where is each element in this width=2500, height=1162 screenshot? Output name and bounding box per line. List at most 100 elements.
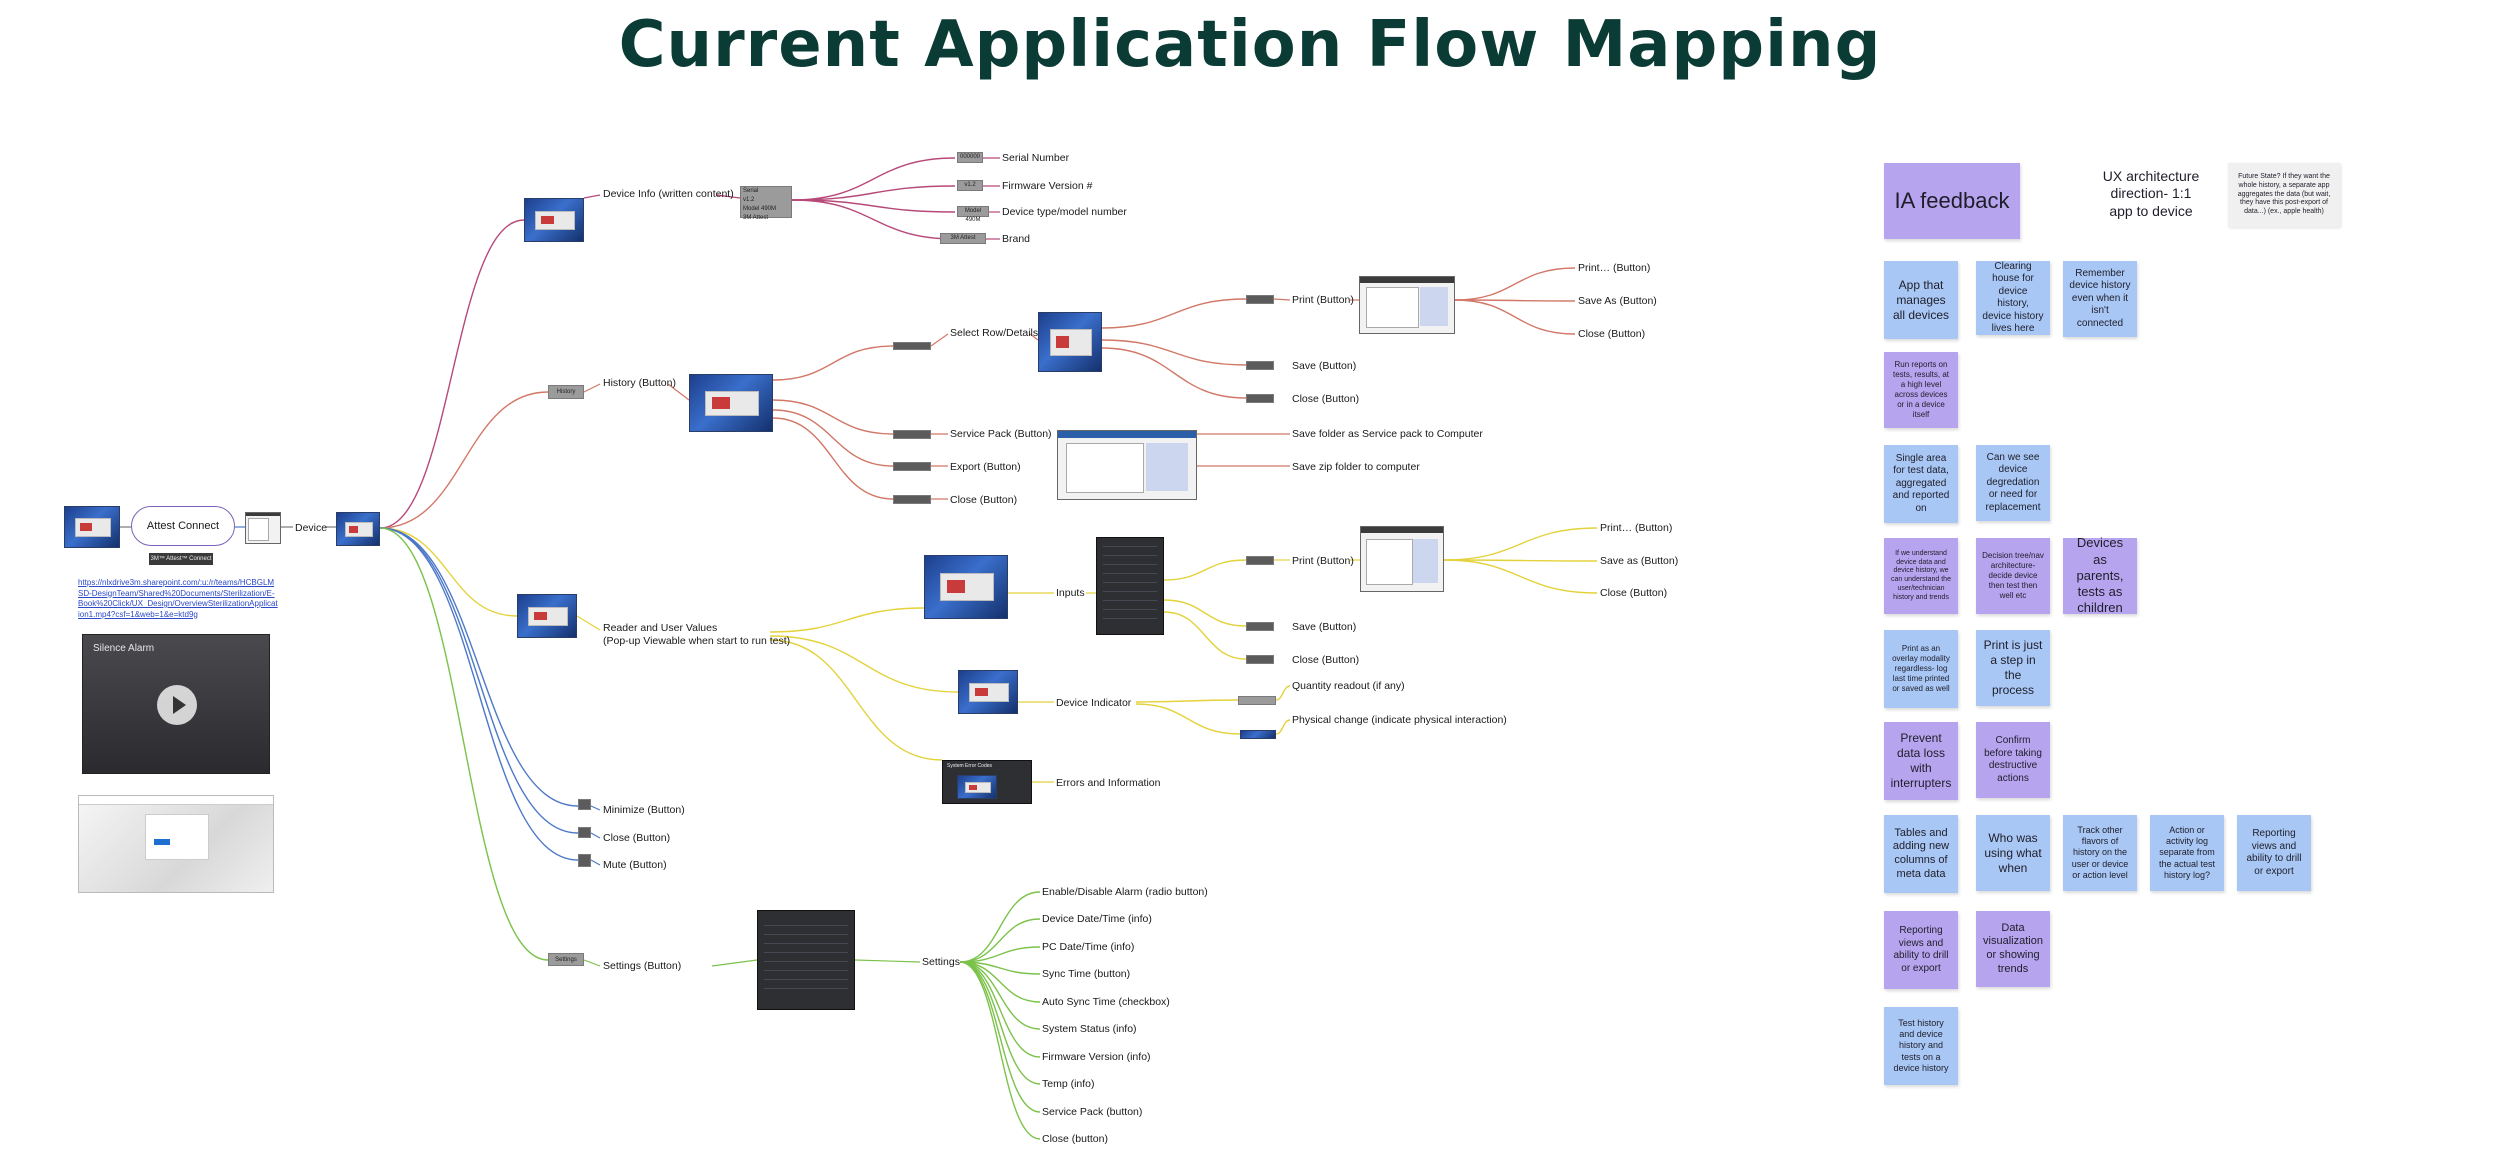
save-chip-2[interactable] [1246, 622, 1274, 631]
edge-settings-opt-6 [959, 961, 1041, 1058]
edge-devinfo-2 [791, 199, 956, 213]
note-print-step: Print is just a step in the process [1976, 630, 2050, 706]
close-icon[interactable] [578, 827, 591, 838]
reader-values-label: Reader and User Values (Pop-up Viewable … [603, 622, 791, 647]
edge-devinfo-label [583, 194, 601, 199]
video-title: Silence Alarm [93, 643, 155, 654]
close-chip-5[interactable] [1246, 655, 1274, 664]
export-label: Export (Button) [950, 461, 1021, 473]
close-chip-3[interactable] [893, 495, 931, 504]
errors-caption: System Error Codes [947, 763, 993, 769]
note-app-manages: App that manages all devices [1884, 261, 1958, 339]
edge-settings-opt-7 [959, 961, 1041, 1085]
play-icon[interactable] [157, 685, 197, 725]
close-label-6: Close (Button) [603, 832, 671, 844]
service-pack-chip[interactable] [893, 430, 931, 439]
edge-close6-label [590, 832, 601, 839]
device-datetime-label: Device Date/Time (info) [1042, 913, 1152, 925]
note-test-history: Test history and device history and test… [1884, 1007, 1958, 1085]
video-player[interactable]: Silence Alarm [82, 634, 270, 774]
close-chip-2[interactable] [1246, 394, 1274, 403]
note-clearing-house: Clearing house for device history, devic… [1976, 261, 2050, 335]
minimize-icon[interactable] [578, 799, 591, 810]
temp-info-label: Temp (info) [1042, 1078, 1095, 1090]
edge-history-label [583, 383, 601, 393]
edge-inputs-close [1163, 611, 1247, 660]
service-pack-info-label: Service Pack (button) [1042, 1106, 1143, 1118]
settings-button-chip[interactable]: Settings [548, 953, 584, 966]
edge-select-save [1101, 339, 1247, 366]
quantity-readout-label: Quantity readout (if any) [1292, 680, 1405, 692]
model-chip: Model 490M [957, 206, 989, 223]
edge-history-close [772, 417, 894, 500]
print-dialog-screenshot-2 [1360, 526, 1444, 592]
inputs-label: Inputs [1056, 587, 1085, 599]
edge-settings-opt-3 [959, 961, 1041, 975]
edge-settings-label [583, 959, 601, 967]
firmware-info-label: Firmware Version (info) [1042, 1051, 1151, 1063]
brand-chip: 3M Attest [940, 233, 986, 244]
note-data-visualization: Data visualization or showing trends [1976, 911, 2050, 987]
history-thumbnail [689, 374, 773, 432]
history-button-chip[interactable]: History [548, 385, 584, 399]
note-reporting-views-1: Reporting views and ability to drill or … [2237, 815, 2311, 891]
edge-history-select [772, 345, 894, 381]
video-link[interactable]: https://nlxdrive3m.sharepoint.com/:u:/r/… [78, 578, 278, 619]
note-ia-feedback: IA feedback [1884, 163, 2020, 239]
note-single-area: Single area for test data, aggregated an… [1884, 445, 1958, 523]
save-label-1: Save (Button) [1292, 360, 1357, 372]
edge-physical-label [1275, 719, 1291, 735]
close-label-5: Close (Button) [1292, 654, 1360, 666]
note-track-flavors: Track other flavors of history on the us… [2063, 815, 2137, 891]
edge-settings-opt-1 [959, 918, 1041, 963]
note-understand-data: If we understand device data and device … [1884, 538, 1958, 614]
sync-time-label: Sync Time (button) [1042, 968, 1131, 980]
note-prevent-data-loss: Prevent data loss with interrupters [1884, 722, 1958, 800]
quantity-readout-chip [1238, 696, 1276, 705]
note-degradation: Can we see device degredation or need fo… [1976, 445, 2050, 521]
edge-settings-opt-5 [959, 961, 1041, 1030]
serial-number-label: Serial Number [1002, 152, 1070, 164]
pc-datetime-label: PC Date/Time (info) [1042, 941, 1135, 953]
reader-thumbnail [517, 594, 577, 638]
edge-select-close [1101, 347, 1247, 399]
print-chip-1[interactable] [1246, 295, 1274, 304]
attest-connect-node[interactable]: Attest Connect [131, 506, 235, 546]
edge-indicator-quantity [1135, 699, 1239, 703]
mute-label: Mute (Button) [603, 859, 667, 871]
file-explorer-screenshot [1057, 430, 1197, 500]
edge-print-opt-2 [1454, 299, 1576, 335]
edge-devinfo-1 [791, 185, 956, 201]
edge-print2-opt-1 [1443, 559, 1598, 562]
device-info-thumbnail [524, 198, 584, 242]
edge-settings-opt-2 [959, 946, 1041, 963]
errors-screenshot: System Error Codes [942, 760, 1032, 804]
edge-history-export [772, 409, 894, 467]
desktop-thumbnail [64, 506, 120, 548]
edge-print2-opt-2 [1443, 559, 1598, 594]
note-decision-tree: Decision tree/nav architecture- decide d… [1976, 538, 2050, 614]
edge-history-service [772, 399, 894, 435]
edge-settings-panel [711, 959, 758, 967]
print-dots-label-1: Print… (Button) [1578, 262, 1651, 274]
print-chip-2[interactable] [1246, 556, 1274, 565]
close-label-3: Close (Button) [950, 494, 1018, 506]
edge-devinfo-card [715, 194, 741, 199]
device-type-label: Device type/model number [1002, 206, 1127, 218]
select-row-label: Select Row/Details [950, 327, 1039, 339]
settings-label: Settings [922, 956, 960, 968]
note-print-overlay: Print as an overlay modality regardless-… [1884, 630, 1958, 708]
save-chip-1[interactable] [1246, 361, 1274, 370]
edge-print2-opt-0 [1443, 527, 1598, 561]
mute-icon[interactable] [578, 854, 591, 867]
attest-connect-label: Attest Connect [146, 520, 220, 532]
edge-root-settings [379, 527, 549, 961]
device-info-label: Device Info (written content) [603, 188, 734, 200]
close-label-2: Close (Button) [1292, 393, 1360, 405]
device-thumbnail [336, 512, 380, 546]
edge-devinfo-3 [791, 199, 956, 240]
firmware-version-label: Firmware Version # [1002, 180, 1093, 192]
export-chip[interactable] [893, 462, 931, 471]
minimize-label: Minimize (Button) [603, 804, 685, 816]
errors-info-label: Errors and Information [1056, 777, 1161, 789]
